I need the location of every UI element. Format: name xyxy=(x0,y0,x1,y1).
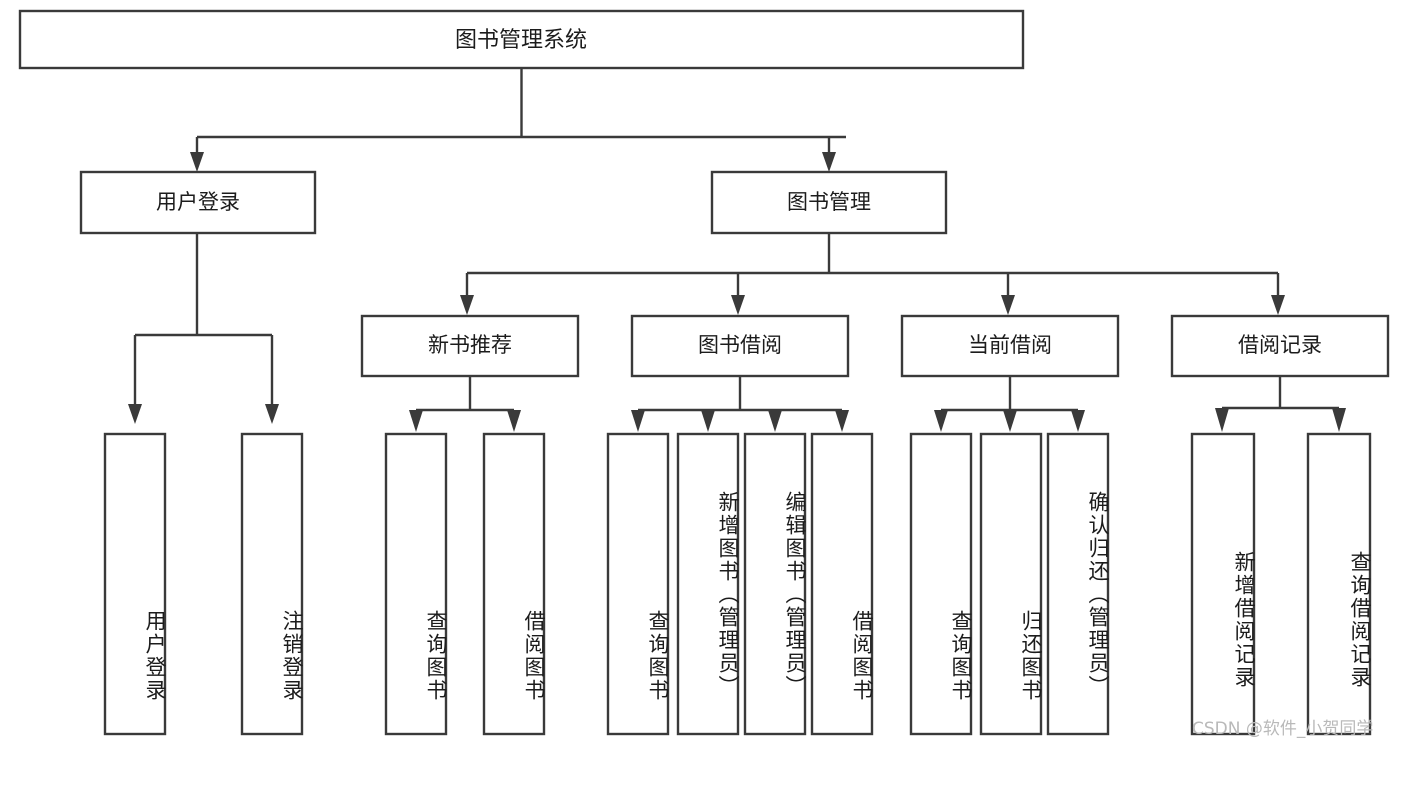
diagram-canvas: 图书管理系统 用户登录 图书管理 新书推荐 图书借阅 当前借阅 借阅记录 xyxy=(18,9,1390,739)
node-box-leaf-book-borrow-4[interactable] xyxy=(810,432,874,736)
node-box-new-book-recommend[interactable] xyxy=(360,314,580,378)
arrow-book-borrow-leaf-2 xyxy=(701,410,715,432)
arrow-root-to-book-manage xyxy=(822,152,836,172)
arrow-current-borrow-leaf-2 xyxy=(1003,410,1017,432)
node-new-book-recommend[interactable]: 新书推荐 xyxy=(360,314,580,378)
node-box-leaf-borrow-record-2[interactable] xyxy=(1306,432,1372,736)
node-box-leaf-user-login-1[interactable] xyxy=(103,432,167,736)
arrow-book-borrow-leaf-3 xyxy=(768,410,782,432)
node-box-leaf-current-borrow-1[interactable] xyxy=(909,432,973,736)
node-box-leaf-book-borrow-1[interactable] xyxy=(606,432,670,736)
arrow-book-borrow-leaf-4 xyxy=(835,410,849,432)
arrow-borrow-record-leaf-2 xyxy=(1332,408,1346,432)
arrow-user-login-leaf-1 xyxy=(128,404,142,424)
arrow-user-login-leaf-2 xyxy=(265,404,279,424)
node-box-leaf-current-borrow-3[interactable] xyxy=(1046,432,1110,736)
node-box-leaf-borrow-record-1[interactable] xyxy=(1190,432,1256,736)
connector-group-current-borrow-to-leaves xyxy=(934,376,1085,432)
node-box-leaf-book-borrow-3[interactable] xyxy=(743,432,807,736)
node-book-manage[interactable]: 图书管理 xyxy=(710,170,948,235)
node-box-leaf-new-book-2[interactable] xyxy=(482,432,546,736)
arrow-current-borrow-leaf-1 xyxy=(934,410,948,432)
node-book-borrow[interactable]: 图书借阅 xyxy=(630,314,850,378)
node-box-current-borrow[interactable] xyxy=(900,314,1120,378)
node-current-borrow[interactable]: 当前借阅 xyxy=(900,314,1120,378)
node-box-user-login[interactable] xyxy=(79,170,317,235)
node-box-book-borrow[interactable] xyxy=(630,314,850,378)
node-label-borrow-record: 借阅记录 xyxy=(1238,333,1322,357)
arrow-bm-to-current-borrow xyxy=(1001,295,1015,315)
node-label-book-borrow: 图书借阅 xyxy=(698,333,782,357)
arrow-bm-to-borrow-record xyxy=(1271,295,1285,315)
node-label-user-login: 用户登录 xyxy=(156,190,240,214)
node-borrow-record[interactable]: 借阅记录 xyxy=(1170,314,1390,378)
node-label-new-book-recommend: 新书推荐 xyxy=(428,333,512,357)
node-label-root: 图书管理系统 xyxy=(455,28,587,53)
node-box-leaf-current-borrow-2[interactable] xyxy=(979,432,1043,736)
connector-group-user-login-to-leaves xyxy=(128,234,279,424)
arrow-new-book-leaf-1 xyxy=(409,410,423,432)
arrow-new-book-leaf-2 xyxy=(507,410,521,432)
node-root-system[interactable]: 图书管理系统 xyxy=(18,9,1025,70)
node-box-leaf-new-book-1[interactable] xyxy=(384,432,448,736)
connector-group-root-to-level2 xyxy=(190,68,846,172)
node-box-leaf-user-login-2[interactable] xyxy=(240,432,304,736)
node-user-login[interactable]: 用户登录 xyxy=(79,170,317,235)
csdn-watermark: CSDN @软件_小贺同学 xyxy=(1192,719,1374,739)
node-label-book-manage: 图书管理 xyxy=(787,190,871,214)
arrow-bm-to-book-borrow xyxy=(731,295,745,315)
node-box-borrow-record[interactable] xyxy=(1170,314,1390,378)
node-box-book-manage[interactable] xyxy=(710,170,948,235)
connector-group-book-manage-to-level3 xyxy=(460,234,1285,315)
arrow-bm-to-new-book xyxy=(460,295,474,315)
arrow-current-borrow-leaf-3 xyxy=(1071,410,1085,432)
arrow-root-to-user-login xyxy=(190,152,204,172)
connector-group-new-book-to-leaves xyxy=(409,376,521,432)
arrow-borrow-record-leaf-1 xyxy=(1215,408,1229,432)
connector-group-borrow-record-to-leaves xyxy=(1215,376,1346,432)
arrow-book-borrow-leaf-1 xyxy=(631,410,645,432)
node-box-root[interactable] xyxy=(18,9,1025,70)
tree-diagram-svg: 图书管理系统 用户登录 图书管理 新书推荐 图书借阅 当前借阅 借阅记录 xyxy=(18,9,1390,736)
node-box-leaf-book-borrow-2[interactable] xyxy=(676,432,740,736)
node-label-current-borrow: 当前借阅 xyxy=(968,333,1052,357)
connector-group-book-borrow-to-leaves xyxy=(631,376,849,432)
